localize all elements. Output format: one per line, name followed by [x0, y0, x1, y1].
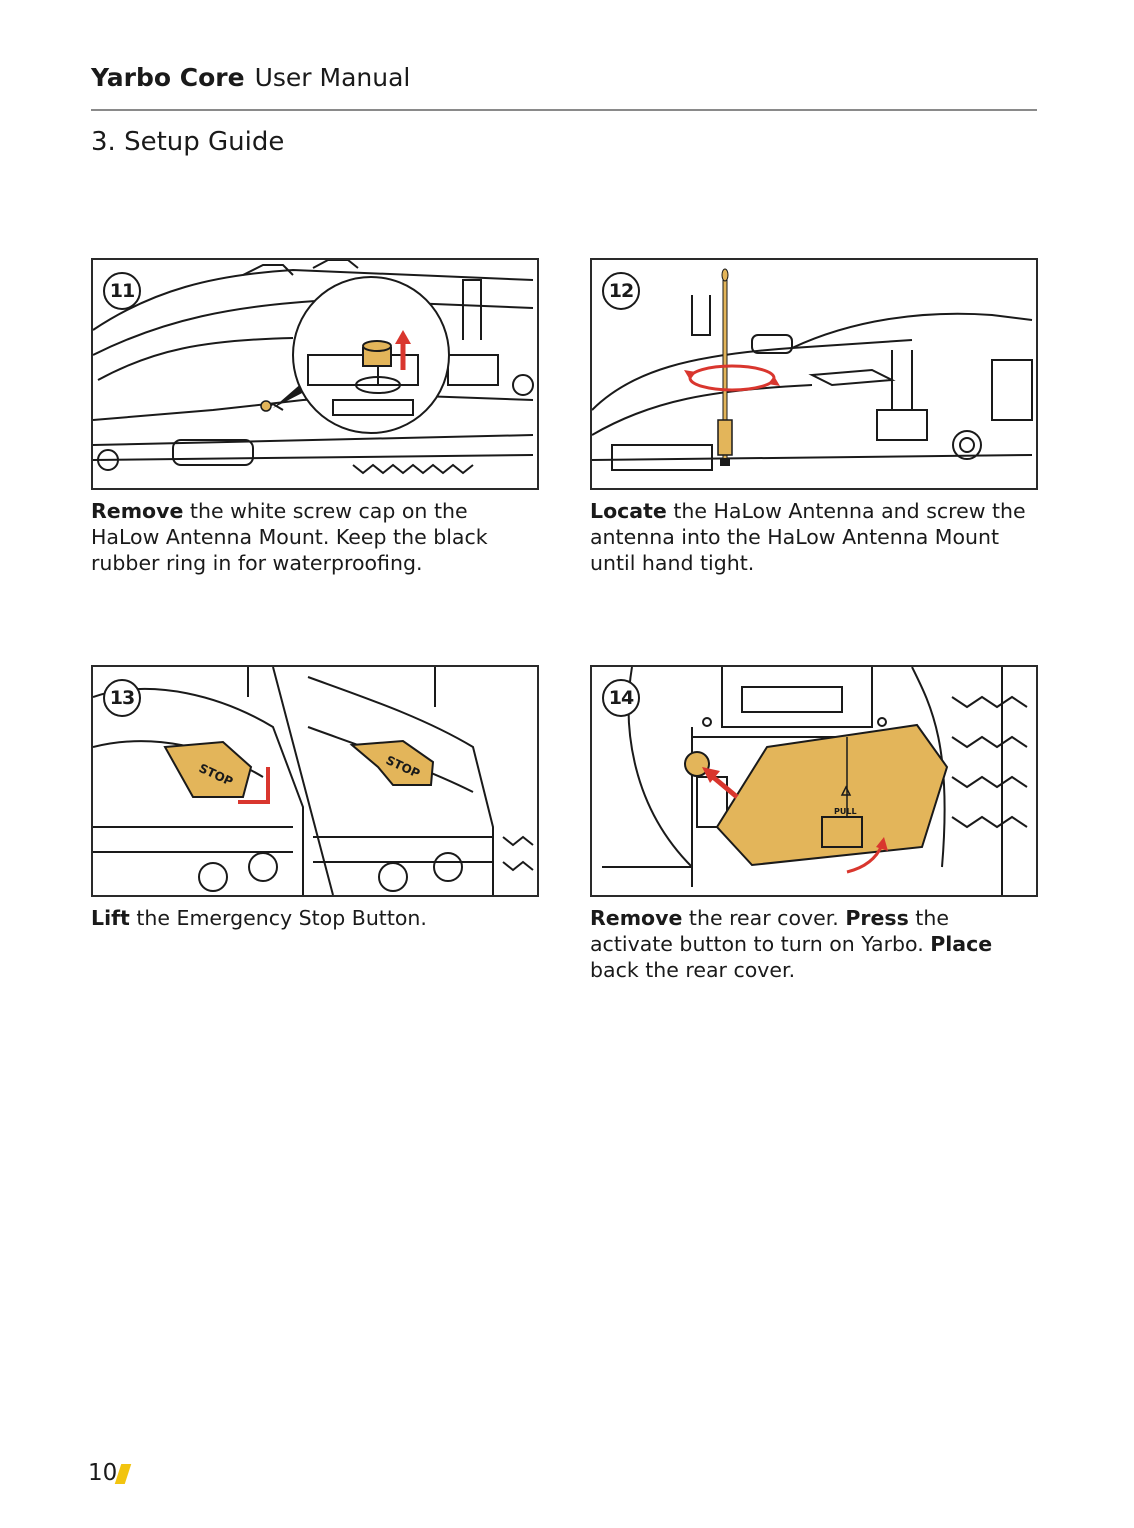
- document-header: Yarbo Core User Manual: [91, 62, 410, 94]
- action-word: Remove: [590, 906, 683, 930]
- caption-text: the activate button to turn on Yarbo.: [590, 906, 949, 956]
- page-number: 10: [88, 1460, 118, 1486]
- remove-rear-cover-illustration: PULL: [602, 667, 1028, 895]
- caption-text: the white screw cap on the HaLow Antenna…: [91, 499, 488, 575]
- step-14-caption: Remove the rear cover. Press the activat…: [590, 905, 1038, 983]
- step-13-illustration: 13 STOP: [91, 665, 539, 897]
- header-divider: [91, 109, 1037, 111]
- brand-name: Yarbo Core: [91, 63, 245, 92]
- action-word: Remove: [91, 499, 184, 523]
- manual-title: User Manual: [254, 63, 411, 92]
- attach-antenna-illustration: [592, 268, 1033, 471]
- caption-text: the rear cover.: [682, 906, 846, 930]
- caption-text: the HaLow Antenna and screw the antenna …: [590, 499, 1026, 575]
- step-number-badge: 14: [602, 679, 640, 717]
- action-word: Place: [930, 932, 993, 956]
- step-number-badge: 12: [602, 272, 640, 310]
- step-number-badge: 11: [103, 272, 141, 310]
- pull-label: PULL: [834, 807, 857, 816]
- remove-screw-cap-illustration: [93, 260, 534, 475]
- lift-emergency-stop-illustration: STOP STOP: [93, 667, 534, 895]
- caption-text: the Emergency Stop Button.: [129, 906, 427, 930]
- section-title: 3. Setup Guide: [91, 127, 285, 157]
- action-word: Locate: [590, 499, 667, 523]
- caption-text: back the rear cover.: [590, 958, 796, 982]
- step-14-illustration: 14 PULL: [590, 665, 1038, 897]
- action-word: Press: [845, 906, 909, 930]
- step-11-caption: Remove the white screw cap on the HaLow …: [91, 498, 539, 576]
- action-word: Lift: [91, 906, 130, 930]
- step-11-illustration: 11: [91, 258, 539, 490]
- step-12-caption: Locate the HaLow Antenna and screw the a…: [590, 498, 1038, 576]
- step-number-badge: 13: [103, 679, 141, 717]
- step-13-caption: Lift the Emergency Stop Button.: [91, 905, 539, 931]
- step-12-illustration: 12: [590, 258, 1038, 490]
